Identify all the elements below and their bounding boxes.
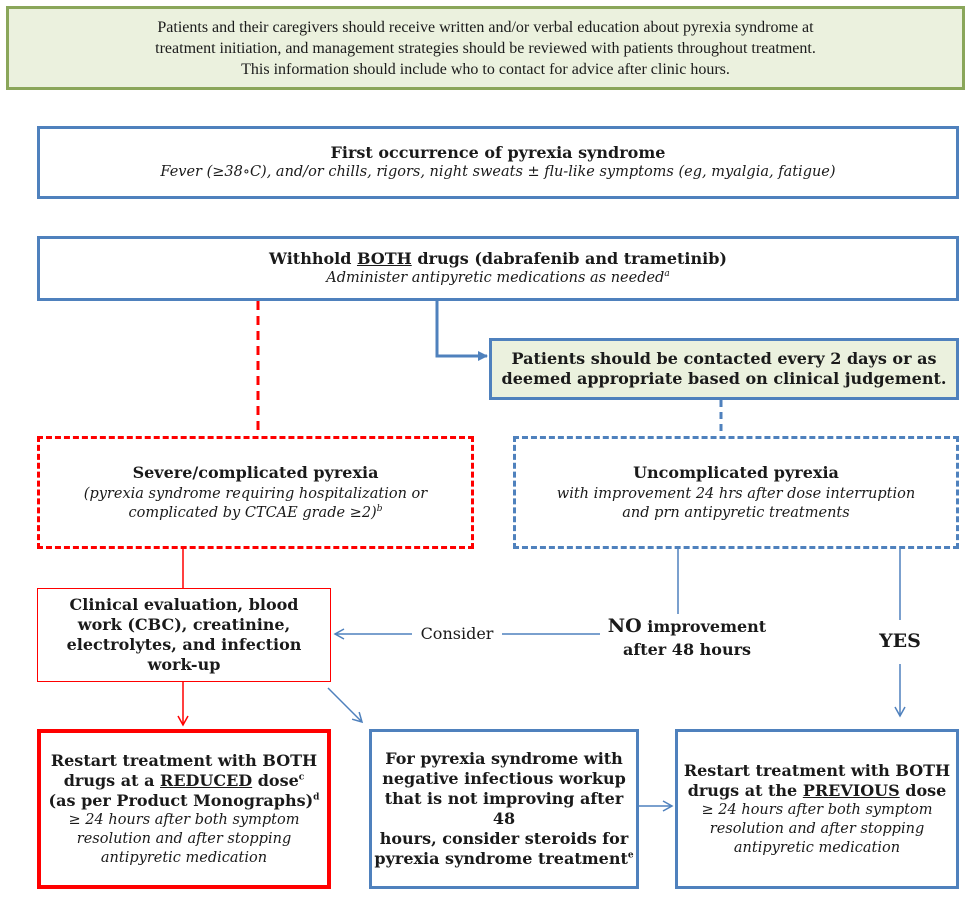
reduced-detail-line3: antipyretic medication <box>100 849 268 866</box>
yes-label: YES <box>879 630 921 652</box>
previous-detail-line1: ≥ 24 hours after both symptom <box>701 801 933 818</box>
withhold-title: Withhold BOTH drugs (dabrafenib and tram… <box>269 249 727 268</box>
previous-emphasis: PREVIOUS <box>802 780 900 800</box>
evaluation-line3: electrolytes, and infection <box>66 635 302 654</box>
first-occurrence-title: First occurrence of pyrexia syndrome <box>330 143 666 162</box>
previous-line1: Restart treatment with BOTH <box>683 760 951 780</box>
uncomplicated-detail-line2: and prn antipyretic treatments <box>622 504 850 521</box>
severe-detail-line1: (pyrexia syndrome requiring hospitalizat… <box>83 485 428 502</box>
previous-line2: drugs at the PREVIOUS dose <box>687 780 947 800</box>
previous-detail-line3: antipyretic medication <box>733 839 901 856</box>
education-note-line3: This information should include who to c… <box>241 60 730 78</box>
withhold-detail: Administer antipyretic medications as ne… <box>326 269 670 286</box>
steroids-line4: hours, consider steroids for <box>379 829 629 848</box>
uncomplicated-detail-line1: with improvement 24 hrs after dose inter… <box>556 485 916 502</box>
evaluation-line1: Clinical evaluation, blood <box>69 595 299 614</box>
education-note-line1: Patients and their caregivers should rec… <box>157 18 814 36</box>
contact-line2: deemed appropriate based on clinical jud… <box>501 369 947 388</box>
severe-pyrexia-box: Severe/complicated pyrexia (pyrexia synd… <box>37 436 474 549</box>
restart-reduced-dose-box: Restart treatment with BOTH drugs at a R… <box>37 729 331 889</box>
evaluation-line4: work-up <box>147 655 221 674</box>
previous-detail-line2: resolution and after stopping <box>709 820 925 837</box>
withhold-both-emphasis: BOTH <box>356 249 412 268</box>
steroids-line3: that is not improving after 48 <box>384 789 624 828</box>
no-label: NO <box>607 615 642 637</box>
steroids-line1: For pyrexia syndrome with <box>385 749 623 768</box>
uncomplicated-pyrexia-box: Uncomplicated pyrexia with improvement 2… <box>513 436 959 549</box>
no-improvement-label: NO improvement <box>607 615 767 637</box>
first-occurrence-detail: Fever (≥38∘C), and/or chills, rigors, ni… <box>160 164 836 180</box>
reduced-line3: (as per Product Monographs)d <box>48 790 320 810</box>
footnote-a: a <box>664 269 670 280</box>
steroids-line2: negative infectious workup <box>382 769 626 788</box>
severe-detail-line2: complicated by CTCAE grade ≥2)b <box>128 503 383 521</box>
evaluation-line2: work (CBC), creatinine, <box>77 615 291 634</box>
contact-box: Patients should be contacted every 2 day… <box>489 338 959 400</box>
education-note: Patients and their caregivers should rec… <box>6 6 965 90</box>
consider-label: Consider <box>420 624 494 643</box>
uncomplicated-title: Uncomplicated pyrexia <box>633 462 839 482</box>
arrow-withhold-to-contact <box>435 301 488 361</box>
steroids-line5: pyrexia syndrome treatmente <box>374 849 634 868</box>
footnote-d: d <box>313 792 320 803</box>
reduced-detail-line2: resolution and after stopping <box>76 830 292 847</box>
first-occurrence-box: First occurrence of pyrexia syndrome Fev… <box>37 126 959 199</box>
reduced-line2: drugs at a REDUCED dosec <box>63 770 305 790</box>
footnote-c: c <box>298 772 305 783</box>
consider-steroids-box: For pyrexia syndrome with negative infec… <box>369 729 639 889</box>
restart-previous-dose-box: Restart treatment with BOTH drugs at the… <box>675 729 959 889</box>
reduced-detail-line1: ≥ 24 hours after both symptom <box>68 811 300 828</box>
withhold-box: Withhold BOTH drugs (dabrafenib and tram… <box>37 236 959 301</box>
footnote-e: e <box>627 850 634 861</box>
footnote-b: b <box>376 503 383 514</box>
contact-line1: Patients should be contacted every 2 day… <box>511 349 937 368</box>
education-note-line2: treatment initiation, and management str… <box>155 39 816 57</box>
after-48-hours-label: after 48 hours <box>622 640 752 659</box>
arrow-evaluation-to-steroids <box>327 687 364 724</box>
clinical-evaluation-box: Clinical evaluation, blood work (CBC), c… <box>37 588 331 682</box>
reduced-line1: Restart treatment with BOTH <box>50 750 318 770</box>
severe-title: Severe/complicated pyrexia <box>132 462 379 482</box>
reduced-emphasis: REDUCED <box>160 770 253 790</box>
